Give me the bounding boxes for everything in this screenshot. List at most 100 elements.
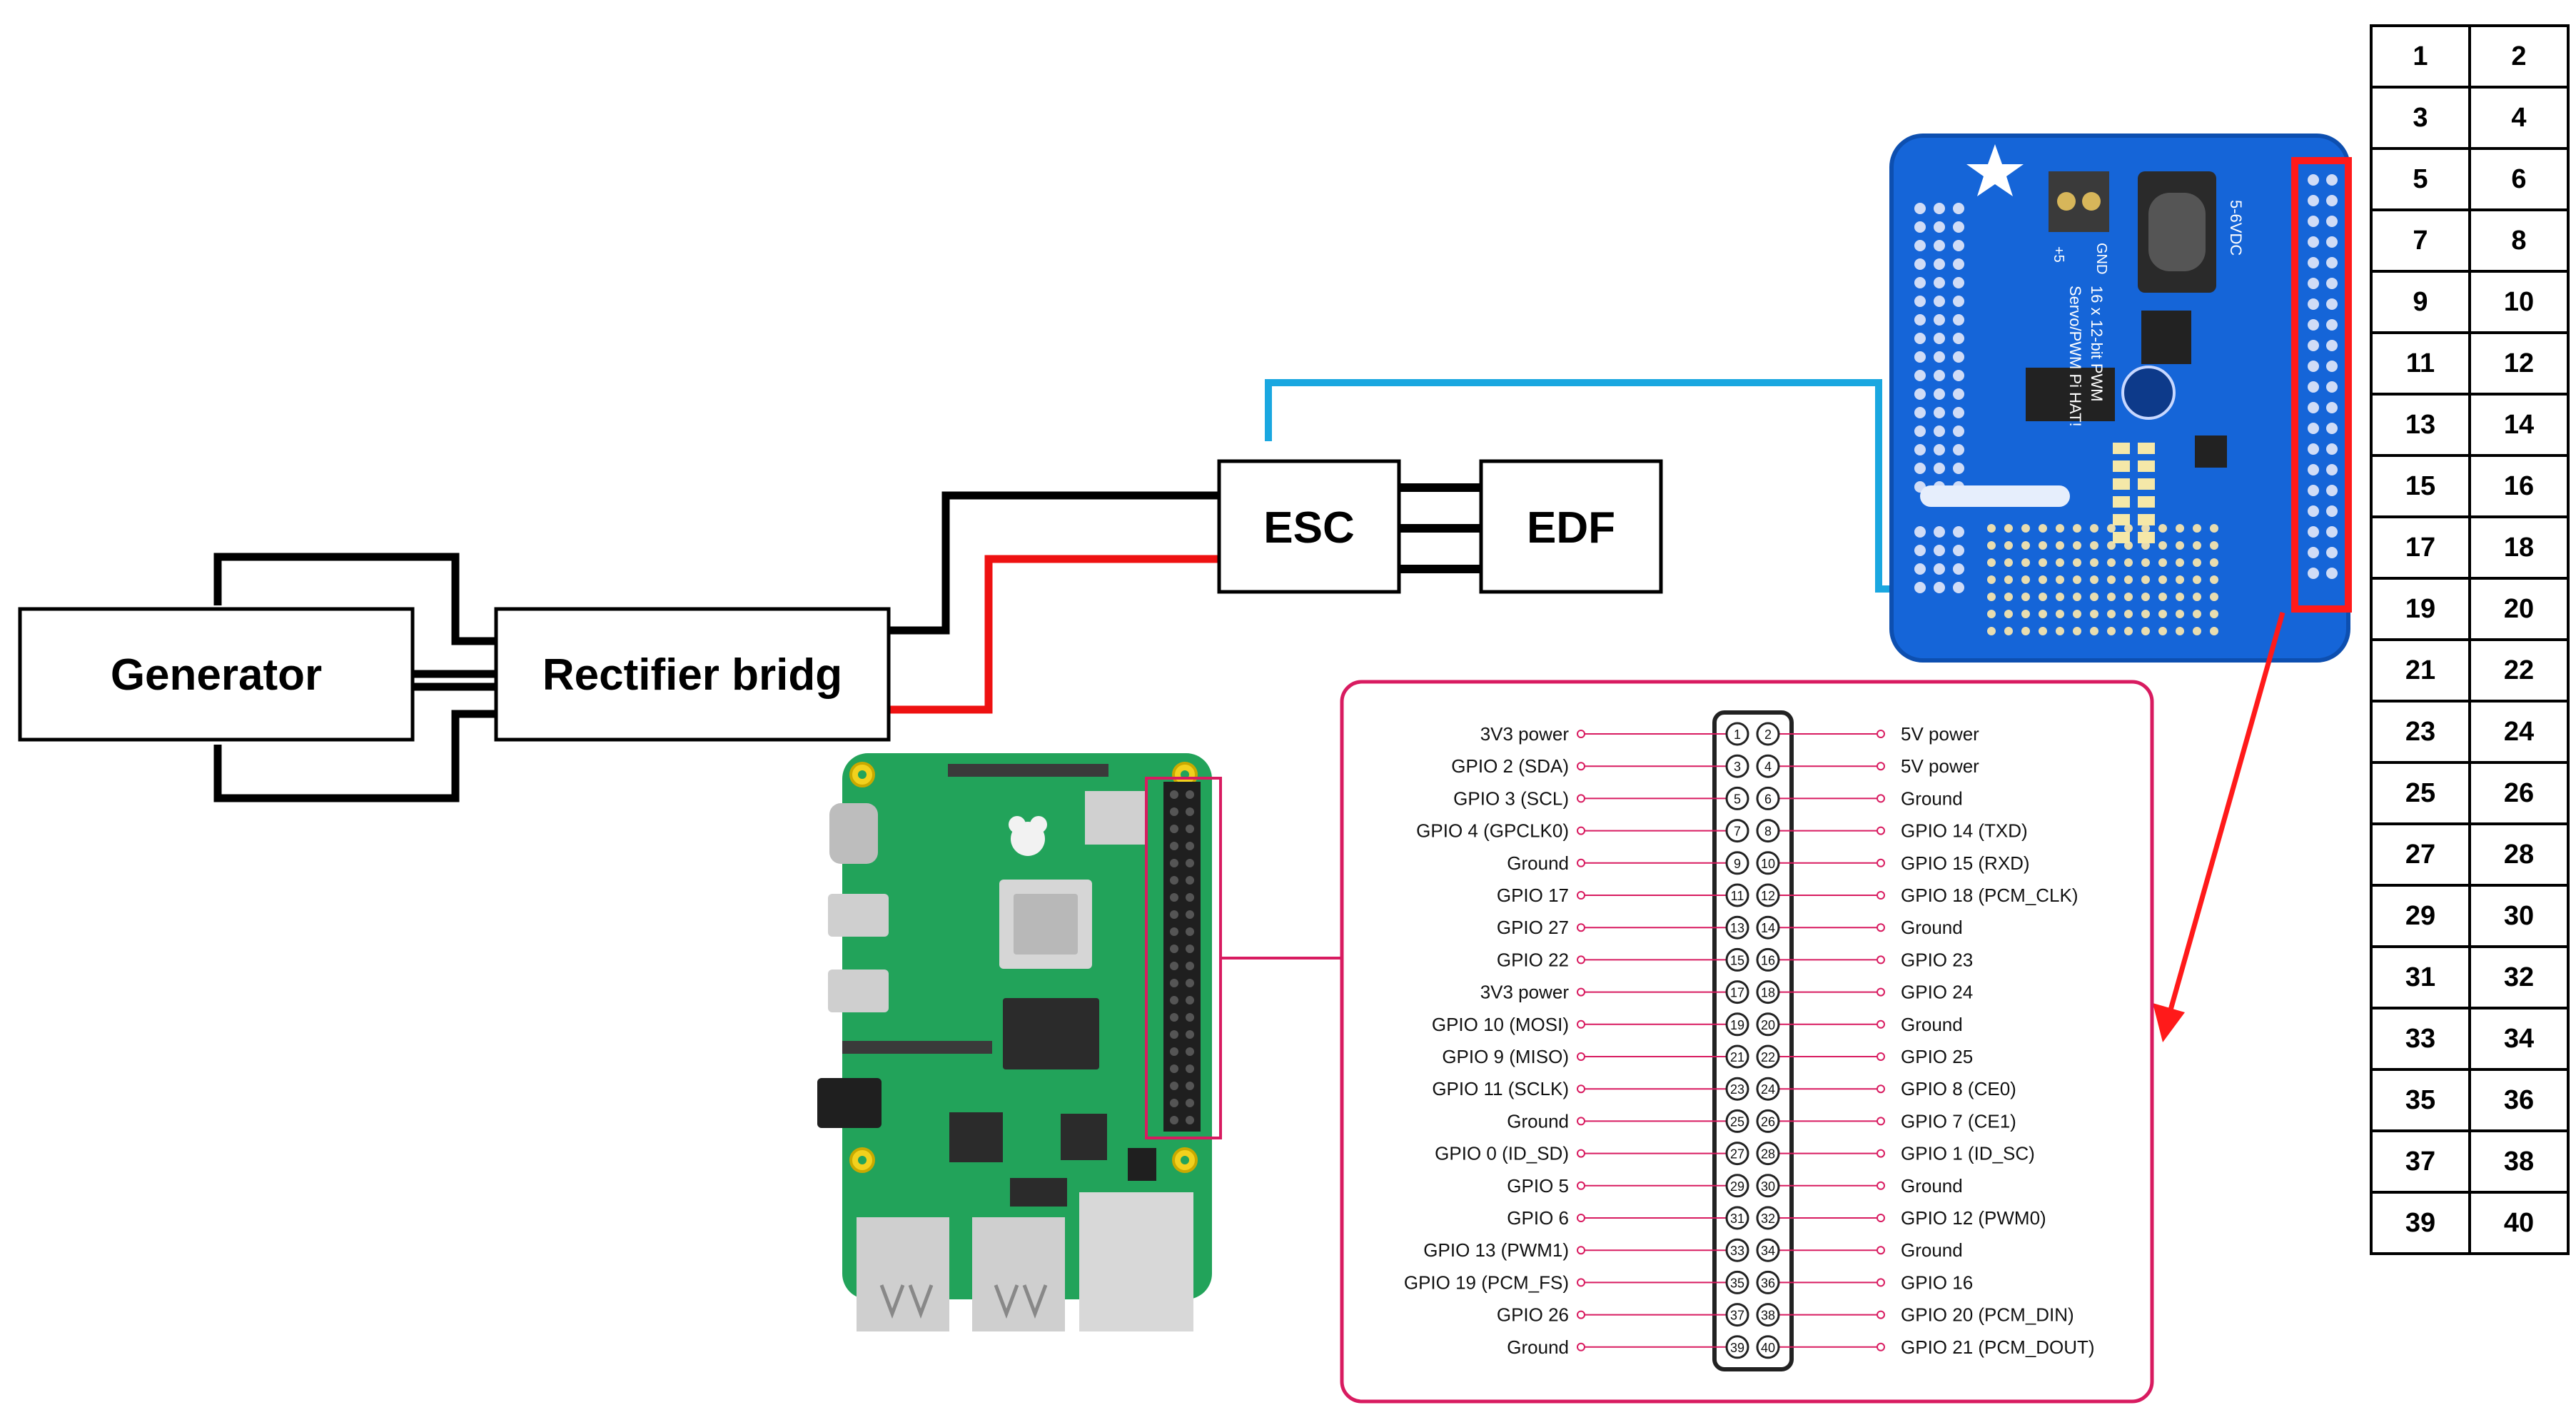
proto-hole [2141, 593, 2150, 601]
pin-table-cell: 32 [2468, 945, 2570, 1009]
pin-label-right: GPIO 8 (CE0) [1901, 1078, 2016, 1099]
pin-leader-dot [1577, 955, 1585, 965]
pi-gpio-pins [1170, 790, 1194, 1124]
hat-gpio-hole [2308, 402, 2319, 413]
hat-gpio-hole [2308, 547, 2319, 558]
hat-hole [1914, 221, 1926, 233]
dc-negative-wire [889, 491, 1219, 635]
esc-label: ESC [1263, 503, 1354, 553]
pin-leader-dot [1577, 1246, 1585, 1255]
hat-power-label: 5-6VDC [2227, 200, 2245, 256]
pi-gpio-pin [1186, 1099, 1194, 1107]
pin-circle-odd [1725, 1174, 1749, 1198]
hat-hole [1953, 314, 1964, 326]
pin-number-even: 38 [1761, 1309, 1775, 1323]
pin-label-right: Ground [1901, 917, 1963, 938]
pin-table-cell: 19 [2370, 577, 2471, 641]
hat-gpio-hole [2308, 423, 2319, 434]
hat-gpio-hole [2308, 464, 2319, 475]
pin-leader-dot [1577, 891, 1585, 900]
pin-number-odd: 5 [1734, 792, 1741, 806]
hat-hole [1953, 296, 1964, 307]
proto-hole [2090, 575, 2098, 584]
proto-hole [2056, 575, 2064, 584]
proto-hole [2141, 627, 2150, 635]
proto-hole [2210, 610, 2218, 618]
pi-gpio-pin [1186, 1064, 1194, 1073]
proto-hole [2107, 593, 2116, 601]
proto-hole [2210, 575, 2218, 584]
pin-label-left: GPIO 11 (SCLK) [1432, 1078, 1569, 1099]
hat-gpio-hole [2326, 174, 2338, 186]
hat-hole [1953, 425, 1964, 437]
star-logo [1966, 144, 2024, 196]
pi-gpio-pin [1170, 927, 1178, 936]
pin-circle-even [1756, 754, 1780, 778]
pin-table-cell: 34 [2468, 1007, 2570, 1071]
pin-number-even: 22 [1761, 1050, 1775, 1064]
proto-hole [2210, 524, 2218, 533]
pin-leader-dot [1577, 1084, 1585, 1094]
pin-label-right: GPIO 23 [1901, 949, 1973, 970]
pi-gpio-pin [1170, 996, 1178, 1004]
proto-hole [2124, 524, 2133, 533]
pin-label-right: GPIO 1 (ID_SC) [1901, 1143, 2035, 1164]
pin-number-even: 34 [1761, 1244, 1775, 1258]
hat-gpio-hole [2308, 174, 2319, 186]
hat-gpio-hole [2326, 361, 2338, 372]
pin-label-left: Ground [1507, 1110, 1569, 1132]
pin-table-cell: 40 [2468, 1191, 2570, 1255]
proto-hole [1987, 524, 1996, 533]
pin-number-odd: 19 [1730, 1018, 1744, 1032]
pin-label-left: GPIO 4 (GPCLK0) [1416, 820, 1569, 842]
hat-hole [1953, 526, 1964, 538]
proto-hole [2176, 541, 2184, 550]
proto-hole [2073, 627, 2081, 635]
pin-number-odd: 29 [1730, 1179, 1744, 1194]
proto-hole [2004, 524, 2013, 533]
pin-circle-even [1756, 1142, 1780, 1166]
pin-leader-dot [1877, 1181, 1885, 1190]
pin-leader-dot [1877, 891, 1885, 900]
pi-gpio-pin [1170, 1116, 1178, 1124]
pin-label-left: Ground [1507, 1336, 1569, 1358]
pin-circle-odd [1725, 722, 1749, 746]
wifi-chip [1085, 791, 1146, 845]
hat-hole [1953, 407, 1964, 418]
edf-label: EDF [1527, 503, 1615, 553]
pin-number-odd: 31 [1730, 1212, 1744, 1226]
pin-label-left: GPIO 13 (PWM1) [1423, 1239, 1569, 1261]
proto-hole [2124, 575, 2133, 584]
pi-gpio-pin [1186, 910, 1194, 919]
pin-number-even: 12 [1761, 889, 1775, 903]
usb-port-1 [857, 1217, 949, 1331]
pin-circle-even [1756, 1335, 1780, 1359]
pin-circle-odd [1725, 883, 1749, 907]
pi-gpio-pin [1186, 996, 1194, 1004]
proto-hole [2090, 627, 2098, 635]
pin-table-cell: 10 [2468, 270, 2570, 334]
hat-hole [1934, 582, 1945, 593]
hat-gpio-hole [2326, 423, 2338, 434]
pi-gpio-pin [1186, 825, 1194, 833]
pin-circle-even [1756, 1206, 1780, 1230]
pin-circle-even [1756, 915, 1780, 940]
proto-hole [2073, 593, 2081, 601]
hat-gpio-hole [2308, 257, 2319, 268]
hat-hole [1934, 370, 1945, 381]
proto-hole [1987, 593, 1996, 601]
pin-number-even: 6 [1764, 792, 1772, 806]
pin-label-left: GPIO 9 (MISO) [1442, 1046, 1569, 1067]
pin-circle-odd [1725, 1109, 1749, 1133]
pi-gpio-pin [1170, 1064, 1178, 1073]
pin-label-right: GPIO 15 (RXD) [1901, 852, 2030, 874]
pin-leader-dot [1577, 1342, 1585, 1351]
pin-circle-odd [1725, 980, 1749, 1004]
proto-hole [2107, 558, 2116, 567]
